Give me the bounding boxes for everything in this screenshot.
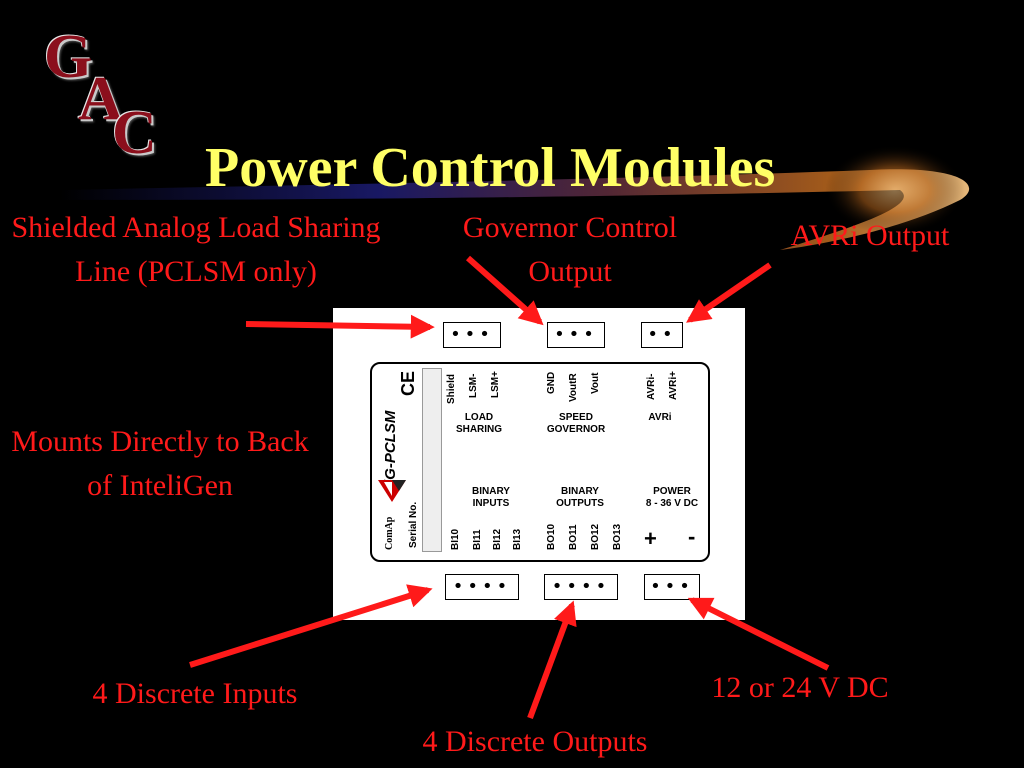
group-speed-governor: SPEED GOVERNOR [546,412,606,435]
group-binary-inputs: BINARY INPUTS [472,486,510,509]
pin-bo11: BO11 [568,524,579,550]
pin-bo12: BO12 [590,523,601,550]
group-binary-outputs: BINARY OUTPUTS [556,486,604,509]
connector-power: ••• [644,574,700,600]
pin-bi11: BI11 [472,529,483,550]
callout-power-dc: 12 or 24 V DC [711,671,889,704]
ce-mark: CE [398,370,418,396]
serial-label: Serial No. [408,501,419,548]
pin-bo10: BO10 [546,523,557,550]
connector-avri: •• [641,322,683,348]
module-label-panel: CE iG-PCLSM ComAp Serial No. Shield LSM-… [370,362,710,562]
callout-discrete-inputs: 4 Discrete Inputs [92,677,298,710]
pin-gnd: GND [546,371,557,394]
pin-bi10: BI10 [450,528,461,550]
callout-discrete-outputs: 4 Discrete Outputs [422,725,648,758]
pin-shield: Shield [446,373,457,404]
pin-lsm-minus: LSM- [468,373,479,398]
pin-avri-minus: AVRi- [646,373,657,400]
logo-letter-g: G [44,23,93,91]
pin-voutr: VoutR [568,373,579,402]
group-load-sharing: LOAD SHARING [455,412,503,435]
pin-bo13: BO13 [612,523,623,550]
connector-binary-inputs: •••• [445,574,519,600]
logo-letter-c: C [112,99,157,167]
callout-governor-control: Governor Control Output [462,211,678,288]
power-minus-sign: - [688,524,696,549]
power-plus-sign: + [644,526,657,551]
connector-load-sharing: ••• [443,322,501,348]
pin-lsm-plus: LSM+ [490,371,501,398]
pin-vout: Vout [590,372,601,394]
connector-binary-outputs: •••• [544,574,618,600]
slide-title: Power Control Modules [205,137,776,199]
pin-bi12: BI12 [492,528,503,550]
logo-letter-a: A [78,65,123,133]
callout-mounts-directly: Mounts Directly to Back of InteliGen [11,425,309,502]
callout-avri-output: AVRi Output [790,219,950,252]
serial-number-strip [422,368,442,552]
group-power: POWER 8 - 36 V DC [645,486,699,509]
pin-bi13: BI13 [512,528,523,550]
callout-shielded-analog: Shielded Analog Load Sharing Line (PCLSM… [11,211,381,288]
pin-avri-plus: AVRi+ [668,371,679,400]
brand-name: ComAp [384,516,395,550]
comap-logo-icon [378,480,406,502]
connector-speed-governor: ••• [547,322,605,348]
group-avri: AVRi [648,412,672,423]
model-name: iG-PCLSM [382,410,399,484]
